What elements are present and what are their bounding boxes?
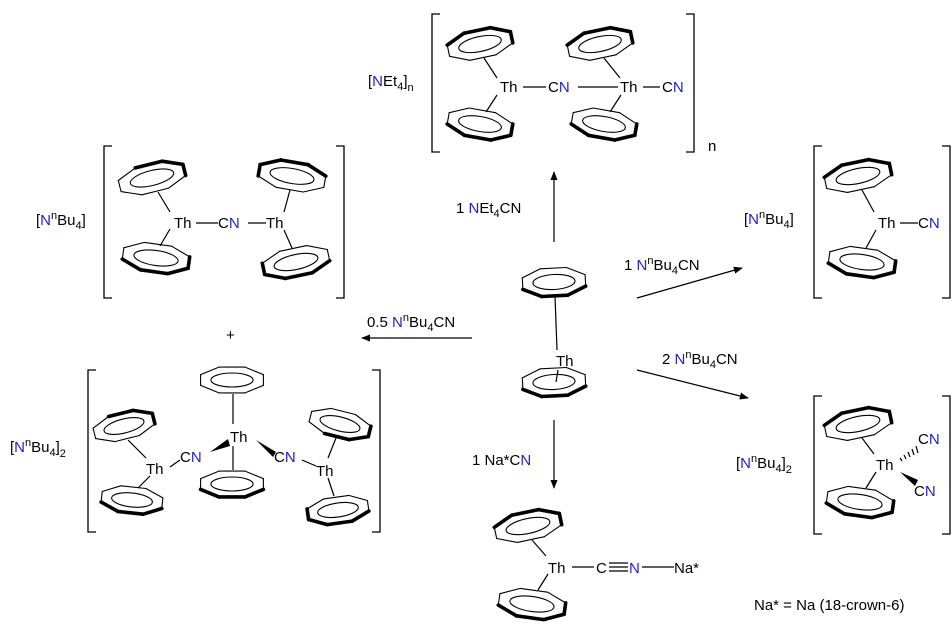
svg-text:Th: Th [548,560,566,577]
cot-ring-icon [200,366,264,394]
counterion-top: [NEt4]n [368,73,414,94]
cot-ring-icon [521,266,588,299]
counterion-right-lower: [NnBu4]2 [736,453,792,476]
cot-ring-icon [569,107,639,142]
svg-text:Th: Th [174,215,192,232]
product-top-polymer: [NEt4]n n Th CN Th CN [368,13,716,155]
svg-text:Th: Th [876,457,894,474]
th-center-label: Th [556,353,574,370]
product-left-upper: [NnBu4] Th CN Th [36,145,345,299]
svg-text:CN: CN [274,449,296,466]
cot-ring-icon [445,107,515,142]
plus-sign: + [226,327,235,344]
cot-ring-icon [824,485,896,520]
reagent-right-upper: 1 NnBu4CN [624,255,700,277]
product-right-lower: [NnBu4]2 Th CN CN [736,395,951,535]
svg-text:CN: CN [914,483,936,500]
bracket-right-upper-left [813,145,822,299]
bracket-right-lower-right [942,395,951,535]
svg-text:C: C [596,560,607,577]
cot-ring-icon [826,245,898,280]
svg-text:CN: CN [918,431,940,448]
svg-text:CN: CN [918,215,940,232]
svg-text:Th: Th [620,79,638,96]
cot-ring-icon [822,157,894,193]
cot-ring-icon [521,366,588,399]
cot-ring-icon [99,485,164,517]
arrow-right-lower [636,369,749,400]
cot-ring-icon [198,470,266,499]
counterion-left-upper: [NnBu4] [36,210,86,232]
svg-text:N: N [629,560,640,577]
cot-ring-icon [305,494,371,527]
reagent-right-lower: 2 NnBu4CN [662,349,738,371]
cot-ring-icon [92,408,157,443]
product-right-upper: [NnBu4] Th CN [744,145,951,299]
cot-ring-icon [308,407,373,442]
central-thorocene: Th [521,266,588,399]
bracket-left-upper-right [336,145,345,299]
reagent-left: 0.5 NnBu4CN [367,312,455,334]
bracket-top-right [686,13,695,153]
svg-text:Th: Th [316,463,334,480]
svg-text:Na*: Na* [674,560,699,577]
reagent-bottom: 1 Na*CN [472,452,531,469]
svg-text:Th: Th [500,79,518,96]
svg-text:CN: CN [548,79,570,96]
cot-ring-icon [565,25,635,61]
product-left-lower: [NnBu4]2 Th CN Th CN Th [10,366,381,533]
counterion-right-upper: [NnBu4] [744,209,794,231]
reagent-top: 1 NEt4CN [456,200,521,220]
cot-ring-icon [492,507,564,543]
cot-ring-icon [260,245,332,281]
arrow-right-upper [636,266,743,299]
svg-text:CN: CN [662,79,684,96]
cot-ring-icon [256,158,328,193]
svg-text:CN: CN [180,449,202,466]
bracket-right-upper-right [942,145,951,299]
svg-text:Th: Th [266,215,284,232]
bracket-left-lower-left [87,369,96,533]
svg-text:Th: Th [230,429,248,446]
cot-ring-icon [120,241,192,276]
footnote-na-crown: Na* = Na (18-crown-6) [754,597,904,614]
cot-ring-icon [117,159,188,196]
bracket-top-left [431,13,440,153]
bracket-left-upper-left [103,145,112,299]
bracket-right-lower-left [813,395,822,535]
cot-ring-icon [496,587,568,622]
repeat-n: n [708,138,716,155]
svg-text:Th: Th [146,461,164,478]
svg-text:Th: Th [878,215,896,232]
bracket-left-lower-right [372,369,381,533]
svg-text:CN: CN [218,215,240,232]
cot-ring-icon [822,405,894,441]
cot-ring-icon [445,25,515,61]
product-bottom: Th C N Na* [492,507,699,622]
counterion-left-lower: [NnBu4]2 [10,437,66,460]
